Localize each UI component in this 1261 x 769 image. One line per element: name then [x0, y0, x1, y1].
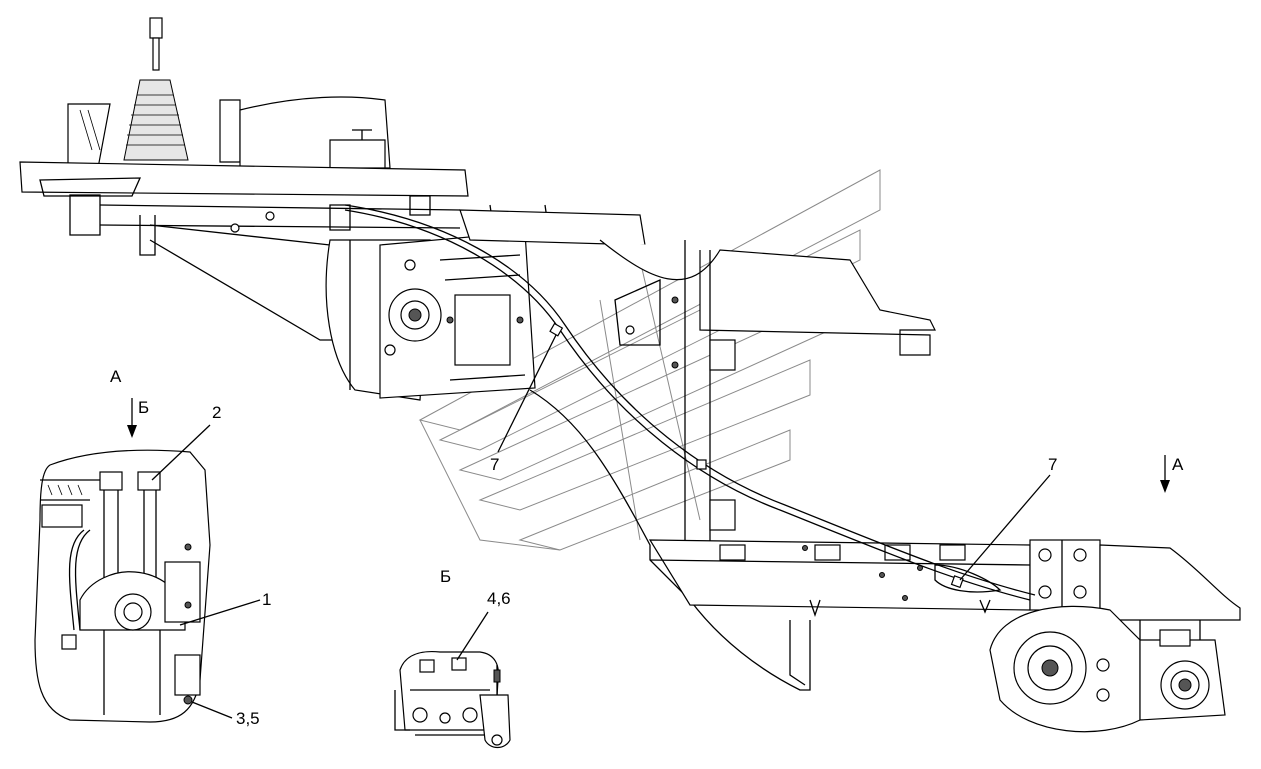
cab-floor-assembly — [19, 17, 551, 401]
floor-plate — [19, 161, 469, 197]
detail-view-b — [394, 650, 511, 749]
cable-route — [344, 209, 1031, 601]
clamp-upper-right — [137, 471, 161, 491]
callout-7-right: 7 — [1048, 455, 1057, 474]
callout-1: 1 — [262, 590, 271, 609]
callout-3-5: 3,5 — [236, 709, 260, 728]
view-a-label-right: А — [1172, 455, 1184, 474]
callout-7-left: 7 — [490, 455, 499, 474]
view-b-label-bottom: Б — [440, 567, 451, 586]
callout-4-6: 4,6 — [487, 589, 511, 608]
joystick-boot — [123, 79, 189, 161]
leader-lines — [151, 334, 1051, 719]
view-a-label-top: А — [110, 367, 122, 386]
view-a-arrow — [1160, 455, 1170, 493]
clamp-upper-left — [99, 471, 123, 491]
view-b-label-top: Б — [138, 398, 149, 417]
detail-view-a — [34, 398, 211, 723]
frame-structure — [344, 204, 1241, 733]
callout-2: 2 — [212, 403, 221, 422]
joystick-knob — [149, 17, 163, 39]
